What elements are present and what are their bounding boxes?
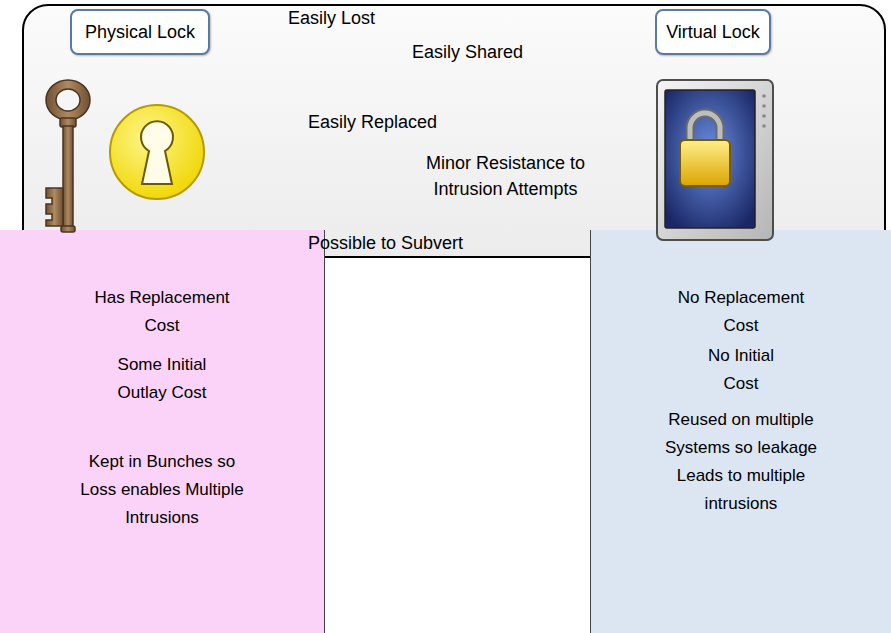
monitor-picture: [657, 80, 773, 240]
shared-trait: Easily Replaced: [308, 109, 437, 135]
shared-trait: Easily Lost: [288, 5, 375, 31]
title-label: Virtual Lock: [666, 21, 760, 43]
title-label: Physical Lock: [85, 21, 195, 43]
physical-column: Has Replacement CostSome Initial Outlay …: [0, 230, 325, 633]
column-text: No Replacement Cost: [666, 284, 816, 340]
title-box: Physical Lock: [70, 9, 210, 55]
column-text: No Initial Cost: [696, 342, 786, 398]
title-box: Virtual Lock: [655, 9, 771, 55]
keyhole-disc: [110, 105, 204, 199]
column-text: Kept in Bunches so Loss enables Multiple…: [75, 448, 250, 532]
column-text: Some Initial Outlay Cost: [102, 351, 222, 407]
shared-trait: Possible to Subvert: [308, 230, 463, 256]
shared-trait: Easily Shared: [412, 39, 523, 65]
virtual-column: No Replacement CostNo Initial CostReused…: [590, 230, 891, 633]
column-text: Has Replacement Cost: [82, 284, 242, 340]
column-text: Reused on multiple Systems so leakage Le…: [656, 406, 826, 518]
shared-trait: Minor Resistance to Intrusion Attempts: [408, 150, 603, 202]
